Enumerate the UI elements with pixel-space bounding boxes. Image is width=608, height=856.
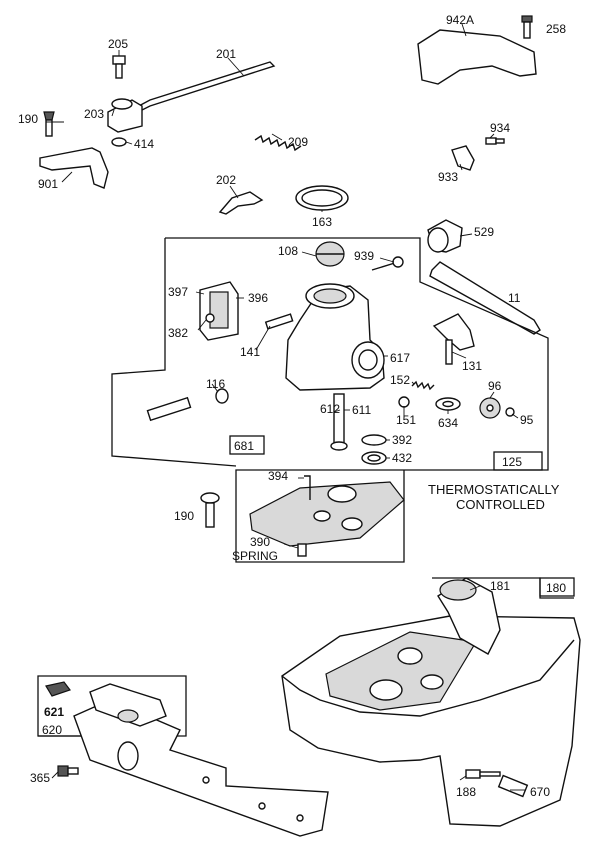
screw-934: [485, 137, 505, 145]
label-108: 108: [278, 244, 298, 258]
box-125: [493, 451, 543, 471]
label-396: 396: [248, 291, 268, 305]
pin-116: [146, 388, 229, 422]
label-621: 621: [44, 705, 64, 719]
bracket-203: [107, 98, 143, 133]
box-180: [539, 577, 575, 597]
label-180: 180: [546, 581, 566, 595]
label-188: 188: [456, 785, 476, 799]
label-258: 258: [546, 22, 566, 36]
spring-152: [411, 380, 435, 391]
label-95: 95: [520, 413, 534, 427]
label-382: 382: [168, 326, 188, 340]
screw-382: [205, 313, 215, 323]
label-670: 670: [530, 785, 550, 799]
note-spring: SPRING: [232, 549, 278, 563]
label-942a: 942A: [446, 13, 474, 27]
label-392: 392: [392, 433, 412, 447]
pin-141: [264, 313, 294, 330]
label-933: 933: [438, 170, 458, 184]
note-controlled: CONTROLLED: [456, 497, 545, 512]
ring-392: [361, 434, 387, 446]
label-141: 141: [240, 345, 260, 359]
label-529: 529: [474, 225, 494, 239]
spring-pin: [297, 543, 307, 557]
label-432: 432: [392, 451, 412, 465]
screw-205: [112, 55, 126, 79]
label-365: 365: [30, 771, 50, 785]
label-209: 209: [288, 135, 308, 149]
washer-414: [111, 137, 127, 147]
lever-131: [432, 313, 475, 365]
bracket-942a: [417, 29, 537, 85]
label-125: 125: [502, 455, 522, 469]
elbow-529: [427, 219, 463, 253]
fitting-188: [465, 769, 501, 779]
label-152: 152: [390, 373, 410, 387]
label-617: 617: [390, 351, 410, 365]
spring-394: [304, 475, 311, 500]
label-203: 203: [84, 107, 104, 121]
tube-11: [429, 261, 541, 335]
label-612: 612: [320, 402, 340, 416]
bracket-397: [199, 281, 239, 341]
label-116: 116: [206, 377, 225, 391]
label-634: 634: [438, 416, 458, 430]
screw-151: [398, 396, 410, 408]
label-620: 620: [42, 723, 62, 737]
screw-190-top: [43, 111, 55, 137]
label-190-top: 190: [18, 112, 38, 126]
gasket-163: [295, 185, 349, 211]
screw-190-bottom: [200, 492, 220, 528]
gasket-390: [249, 481, 405, 547]
control-frame: [37, 675, 187, 737]
label-151: 151: [396, 413, 416, 427]
label-397: 397: [168, 285, 188, 299]
ring-432: [361, 451, 387, 465]
screw-95: [505, 407, 515, 417]
label-394: 394: [268, 469, 288, 483]
needle-939: [371, 256, 404, 271]
carburetor-body: [285, 283, 385, 451]
label-611: 611: [352, 403, 371, 417]
choke-108: [315, 241, 345, 267]
bracket-901: [39, 147, 109, 189]
label-131: 131: [462, 359, 482, 373]
part-labels: 205 201 942A 258 190 203 414 209 934 901…: [18, 13, 566, 799]
label-201: 201: [216, 47, 236, 61]
label-96: 96: [488, 379, 502, 393]
label-11: 11: [508, 291, 521, 305]
control-plate-620: [73, 699, 329, 837]
label-414: 414: [134, 137, 154, 151]
label-202: 202: [216, 173, 236, 187]
label-205: 205: [108, 37, 128, 51]
label-190-bottom: 190: [174, 509, 194, 523]
lever-621: [45, 681, 167, 727]
screw-258: [521, 15, 533, 39]
hose-670: [497, 774, 529, 798]
label-681: 681: [234, 439, 254, 453]
clip-933: [451, 145, 475, 171]
label-901: 901: [38, 177, 58, 191]
label-181: 181: [490, 579, 510, 593]
carburetor-frame: [165, 237, 549, 563]
spring-209: [254, 134, 302, 152]
disk-96: [479, 397, 501, 419]
leader-lines: [46, 23, 526, 791]
label-939: 939: [354, 249, 374, 263]
note-thermostatically: THERMOSTATICALLY: [428, 482, 560, 497]
label-934: 934: [490, 121, 510, 135]
link-rod-201: [134, 61, 276, 113]
clip-202: [218, 191, 264, 215]
label-163: 163: [312, 215, 332, 229]
screw-365: [57, 765, 79, 777]
box-681: [229, 435, 265, 455]
fuel-tank-assembly: [281, 577, 581, 827]
washer-634: [435, 397, 461, 411]
label-390: 390: [250, 535, 270, 549]
